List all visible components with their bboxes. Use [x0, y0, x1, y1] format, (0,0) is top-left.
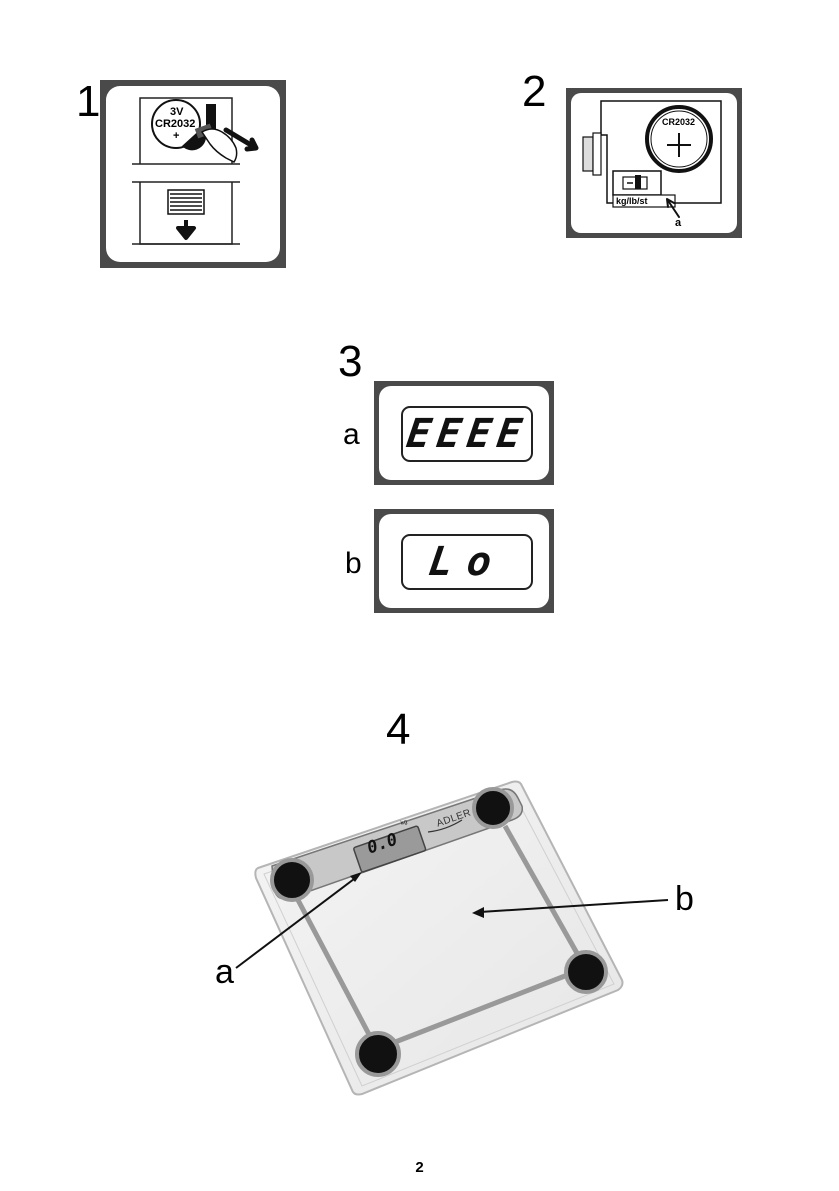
battery-model-label: CR2032	[155, 118, 195, 130]
foot-pad-bottom-right-icon	[566, 952, 606, 992]
display-b-label: b	[345, 549, 362, 579]
display-a-label: a	[343, 420, 360, 450]
figure-4-number: 4	[386, 708, 410, 752]
display-a-panel: EEEE	[374, 381, 554, 485]
figure-2-panel: CR2032 kg/lb/st a	[566, 88, 742, 238]
pointer-label-a: a	[675, 217, 681, 229]
display-b-panel: Lo	[374, 509, 554, 613]
figure-2-number: 2	[522, 70, 546, 114]
battery-model-label: CR2032	[662, 117, 695, 127]
page-number: 2	[0, 1159, 839, 1176]
figure-3-number: 3	[338, 340, 362, 384]
foot-pad-top-right-icon	[474, 789, 512, 827]
figure-1-panel: 3V CR2032 +	[100, 80, 286, 268]
foot-pad-top-left-icon	[272, 860, 312, 900]
lcd-text-b: Lo	[426, 539, 509, 585]
battery-removal-illustration	[106, 86, 280, 262]
scale-label-a: a	[215, 955, 234, 989]
battery-voltage-label: 3V	[170, 106, 183, 118]
bathroom-scale-illustration	[0, 760, 839, 1180]
unit-switch-label: kg/lb/st	[616, 196, 648, 206]
lcd-text-a: EEEE	[404, 411, 531, 457]
figure-1-number: 1	[76, 80, 100, 124]
foot-pad-bottom-left-icon	[357, 1033, 399, 1075]
lcd-display-b: Lo	[401, 534, 533, 590]
lcd-display-a: EEEE	[401, 406, 533, 462]
arrow-down-icon	[178, 220, 194, 238]
scale-label-b: b	[675, 882, 694, 916]
battery-polarity-label: +	[173, 130, 179, 142]
battery-compartment-illustration	[571, 93, 737, 233]
